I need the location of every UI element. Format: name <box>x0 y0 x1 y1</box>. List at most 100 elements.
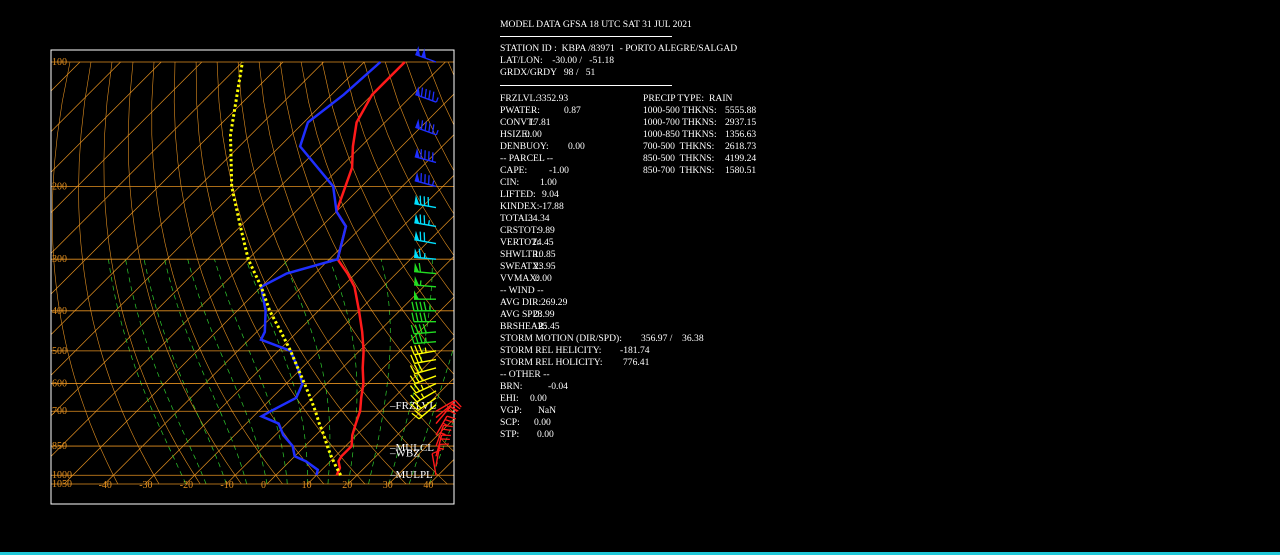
wind-barb-tick <box>413 383 421 392</box>
wind-barb-tick <box>418 344 423 354</box>
wind-barb-tick <box>413 364 420 373</box>
param-row: -- OTHER -- <box>500 369 550 381</box>
wind-barb-half-tick <box>431 180 435 186</box>
temperature-tick-label: -30 <box>139 480 152 491</box>
wind-barb-tick <box>418 353 423 363</box>
dry-adiabat-line <box>151 61 283 485</box>
param-label: AVG SPD: <box>500 309 543 320</box>
wind-barb-tick <box>417 372 424 382</box>
param-row: STORM MOTION (DIR/SPD):356.97 / 36.38 <box>500 333 704 345</box>
param-row: SCP:0.00 <box>500 417 551 429</box>
param-value: -17.88 <box>539 201 564 212</box>
param-value: -181.74 <box>620 345 650 356</box>
wind-barb-tick <box>422 323 427 334</box>
wind-barb <box>410 353 437 365</box>
param-label: PRECIP TYPE: <box>643 93 705 104</box>
param-value: 269.29 <box>541 297 568 308</box>
isotherm-line <box>307 337 454 485</box>
param-label: STP: <box>500 429 520 440</box>
thickness-row: 850-700 THKNS:1580.51 <box>643 165 756 177</box>
wind-barb-tick <box>410 334 415 344</box>
param-label: AVG DIR: <box>500 297 542 308</box>
param-row: CAPE:-1.00 <box>500 165 569 177</box>
wind-barb-tick <box>424 88 427 99</box>
param-label: 1000-850 THKNS: <box>643 129 717 140</box>
param-label: STORM MOTION (DIR/SPD): <box>500 333 622 344</box>
isotherm-line <box>63 93 454 485</box>
wind-barb-tick <box>417 363 424 372</box>
wind-barb <box>414 262 437 275</box>
param-label: CIN: <box>500 177 520 188</box>
temperature-tick-label: -20 <box>180 480 193 491</box>
dry-adiabat-line <box>237 61 448 485</box>
wind-barb-tick <box>418 333 423 344</box>
param-value: 1356.63 <box>725 129 757 140</box>
dewpoint-profile <box>258 61 382 476</box>
wind-barb-tick <box>414 410 423 417</box>
wind-barb <box>414 148 437 164</box>
param-row: KINDEX:-17.88 <box>500 201 564 213</box>
param-row: STP:0.00 <box>500 429 554 441</box>
wind-barb <box>414 230 437 245</box>
wind-barb-shaft <box>435 444 441 467</box>
param-row: SWEATX:23.95 <box>500 261 556 273</box>
param-row: -- WIND -- <box>500 285 544 297</box>
moist-adiabat-line <box>214 259 288 485</box>
wind-barb-flag <box>414 248 420 258</box>
param-value: 25.45 <box>538 321 560 332</box>
wind-barb <box>435 399 462 412</box>
pressure-tick-label: 700 <box>52 406 67 417</box>
wind-barb-half-tick <box>420 384 424 390</box>
temperature-tick-label: 30 <box>383 480 393 491</box>
param-label: -- OTHER -- <box>500 369 550 380</box>
wind-barb-tick <box>419 312 423 322</box>
dry-adiabat-line <box>103 61 201 485</box>
wind-barb-tick <box>419 301 423 311</box>
isotherm-line <box>51 61 446 457</box>
param-label: EHI: <box>500 393 519 404</box>
moist-adiabat-line <box>368 259 391 485</box>
dry-adiabat-line <box>279 61 454 414</box>
param-row: VVMAX:0.00 <box>500 273 552 285</box>
wind-barb-flag <box>414 275 420 286</box>
temperature-tick-label: -10 <box>220 480 233 491</box>
moist-adiabat-line <box>143 259 227 485</box>
param-value: 3352.93 <box>537 93 569 104</box>
moist-adiabat-line <box>283 259 331 485</box>
wind-barb-flag <box>414 172 420 182</box>
temperature-tick-label: 40 <box>423 480 433 491</box>
param-value: 0.00 <box>525 129 542 140</box>
wind-barb-tick <box>443 424 453 428</box>
param-row: CIN:1.00 <box>500 177 557 189</box>
param-value: 5555.88 <box>725 105 757 116</box>
wind-barb-flag <box>414 262 420 273</box>
thickness-row: 1000-700 THKNS:2937.15 <box>643 117 756 129</box>
wind-barb-tick <box>431 449 441 455</box>
wind-barb-tick <box>420 120 424 130</box>
param-value: RAIN <box>709 93 733 104</box>
param-value: 2618.73 <box>725 141 757 152</box>
wind-barb <box>435 415 456 436</box>
param-label: VERTOT: <box>500 237 540 248</box>
wind-barb-tick <box>409 375 416 384</box>
dry-adiabat-line <box>321 61 454 336</box>
dry-adiabat-line <box>300 61 454 375</box>
param-row: TOTAL:34.34 <box>500 213 550 225</box>
wind-barb-tick <box>415 312 419 322</box>
pressure-tick-label: 200 <box>52 181 67 192</box>
pressure-tick-label: 1000 <box>52 470 72 481</box>
model-title: MODEL DATA GFSA 18 UTC SAT 31 JUL 2021 <box>500 19 692 30</box>
wind-barb <box>411 301 436 312</box>
param-row: STORM REL HOLICITY:776.41 <box>500 357 649 369</box>
param-label: 700-500 THKNS: <box>643 141 715 152</box>
param-label: SHWLTR: <box>500 249 542 260</box>
isotherm-line <box>51 61 284 295</box>
param-value: 0.00 <box>568 141 585 152</box>
wind-barb <box>409 382 437 394</box>
wind-barb-tick <box>414 345 419 355</box>
wind-barb <box>411 312 436 323</box>
temperature-tick-label: 0 <box>261 480 266 491</box>
wind-barb-tick <box>447 409 457 415</box>
wind-barb-shaft <box>414 256 437 260</box>
wind-barb-tick <box>414 334 419 344</box>
